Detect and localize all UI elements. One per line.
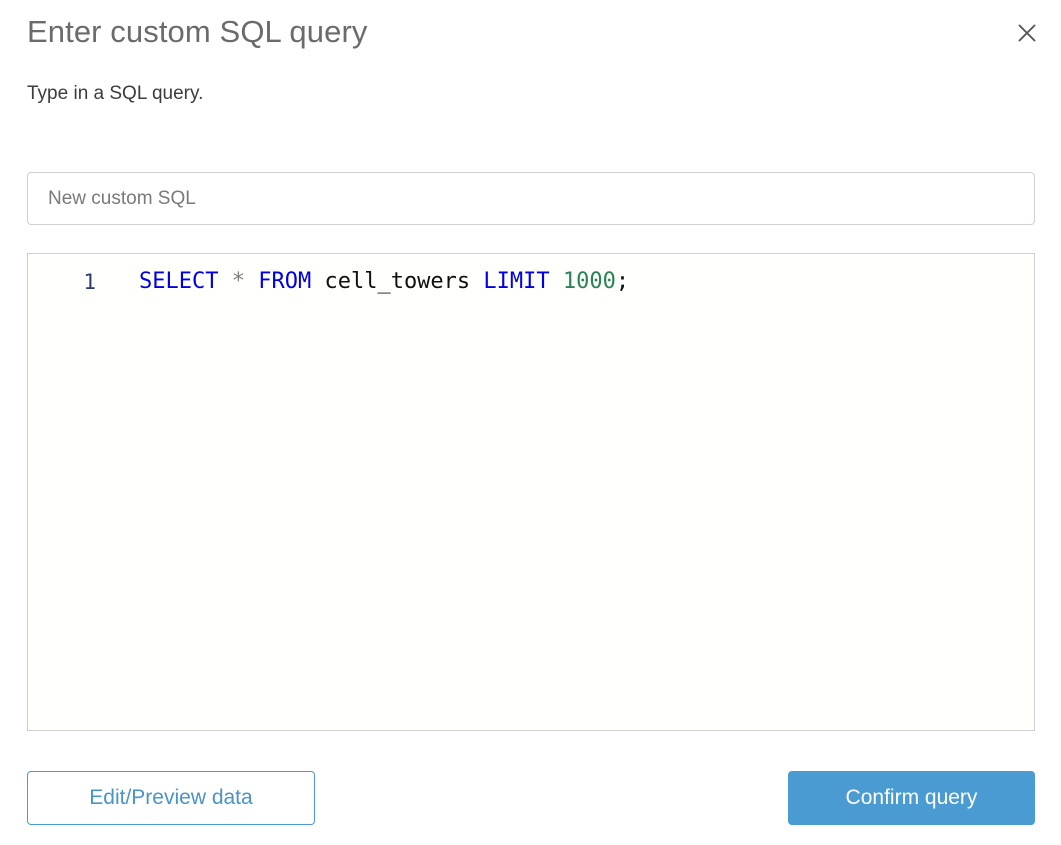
sql-token-count: 1000 <box>562 269 616 294</box>
query-name-input[interactable] <box>27 172 1035 225</box>
sql-token-star: * <box>231 269 245 294</box>
sql-token-semicolon: ; <box>615 269 630 294</box>
sql-token-limit: LIMIT <box>483 269 550 294</box>
edit-preview-data-button[interactable]: Edit/Preview data <box>27 771 315 825</box>
sql-token-space-4 <box>470 269 483 294</box>
sql-code-line: SELECT * FROM cell_towers LIMIT 1000; <box>139 267 629 297</box>
editor-line-row: 1 SELECT * FROM cell_towers LIMIT 1000; <box>28 267 1034 297</box>
sql-token-space-2 <box>245 269 258 294</box>
dialog-subtitle: Type in a SQL query. <box>27 83 204 104</box>
sql-token-from: FROM <box>258 269 312 294</box>
sql-token-select: SELECT <box>139 269 219 294</box>
page-title: Enter custom SQL query <box>27 14 368 49</box>
sql-editor[interactable]: 1 SELECT * FROM cell_towers LIMIT 1000; <box>27 253 1035 731</box>
close-icon[interactable] <box>1011 17 1043 49</box>
sql-token-space-1 <box>218 269 231 294</box>
sql-token-space-3 <box>311 269 324 294</box>
sql-token-space-5 <box>550 269 563 294</box>
line-number-gutter: 1 <box>83 270 96 294</box>
confirm-query-button[interactable]: Confirm query <box>788 771 1035 825</box>
sql-token-table: cell_towers <box>324 269 471 294</box>
